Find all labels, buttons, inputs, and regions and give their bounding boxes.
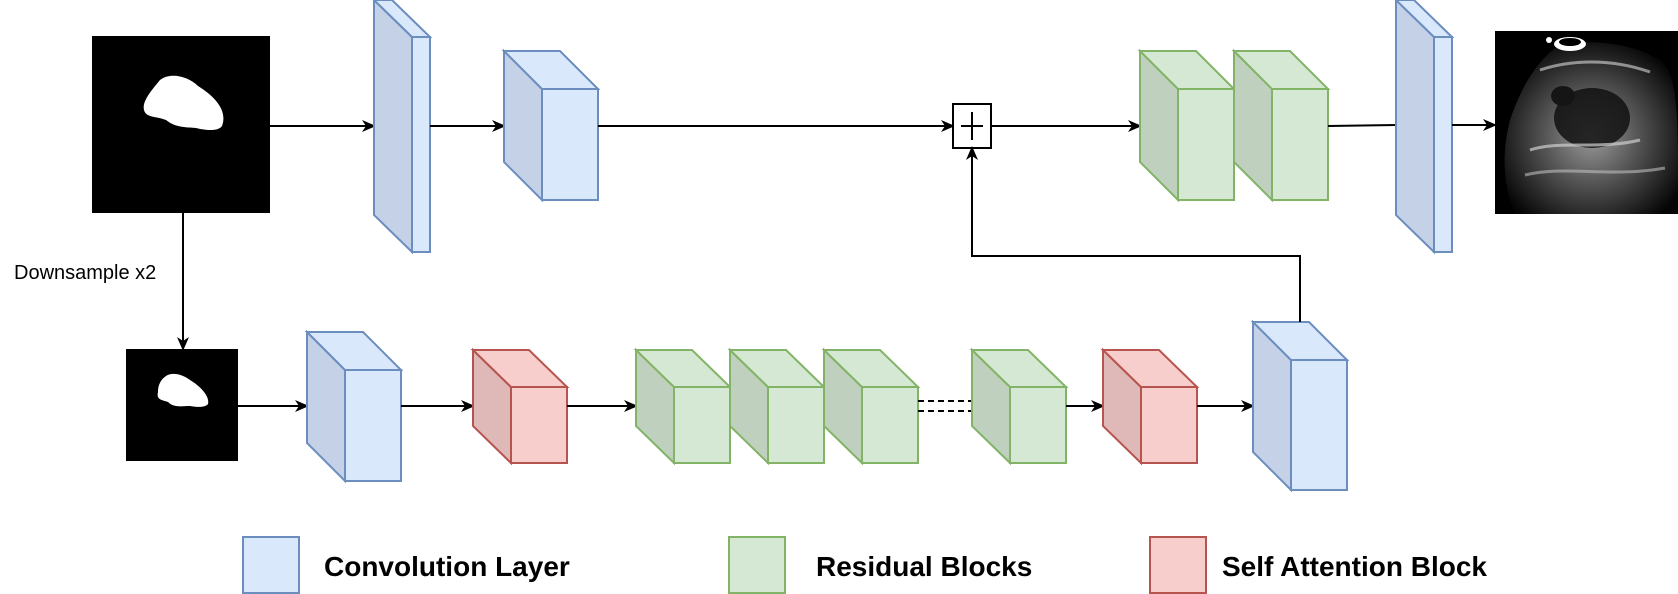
legend-swatch-residual — [728, 536, 786, 594]
legend-item-attention: Self Attention Block — [1149, 536, 1487, 594]
residual-block-bottom-n — [969, 347, 1069, 466]
conv-layer-bottom-2 — [1250, 319, 1350, 493]
residual-block-bottom-3 — [821, 347, 921, 466]
residual-block-bottom-2 — [727, 347, 827, 466]
legend: Convolution Layer Residual Blocks Self A… — [242, 536, 1487, 594]
self-attention-block-1 — [470, 347, 570, 466]
sum-node — [952, 103, 992, 149]
self-attention-block-2 — [1100, 347, 1200, 466]
legend-swatch-attention — [1149, 536, 1207, 594]
conv-layer-2 — [501, 48, 601, 203]
legend-swatch-conv — [242, 536, 300, 594]
residual-continuation-dashes — [918, 400, 972, 412]
edge-bottom-to-sum — [966, 146, 1301, 322]
downsample-label: Downsample x2 — [14, 262, 156, 284]
conv-layer-bottom-1 — [304, 329, 404, 484]
residual-block-top-1 — [1137, 48, 1237, 203]
legend-item-residual: Residual Blocks — [728, 536, 1032, 594]
residual-block-bottom-1 — [633, 347, 733, 466]
legend-label-conv: Convolution Layer — [324, 551, 570, 582]
ultrasound-output-image — [1495, 31, 1678, 214]
legend-label-residual: Residual Blocks — [816, 551, 1032, 582]
legend-label-attention: Self Attention Block — [1222, 551, 1487, 582]
residual-block-top-2 — [1231, 48, 1331, 203]
legend-item-conv: Convolution Layer — [242, 536, 570, 594]
mask-downsampled-image — [126, 349, 238, 461]
mask-full-image — [92, 36, 270, 213]
conv-layer-out — [1394, 0, 1455, 255]
conv-layer-1 — [372, 0, 433, 255]
edge-residual-to-conv-out — [1327, 124, 1397, 127]
